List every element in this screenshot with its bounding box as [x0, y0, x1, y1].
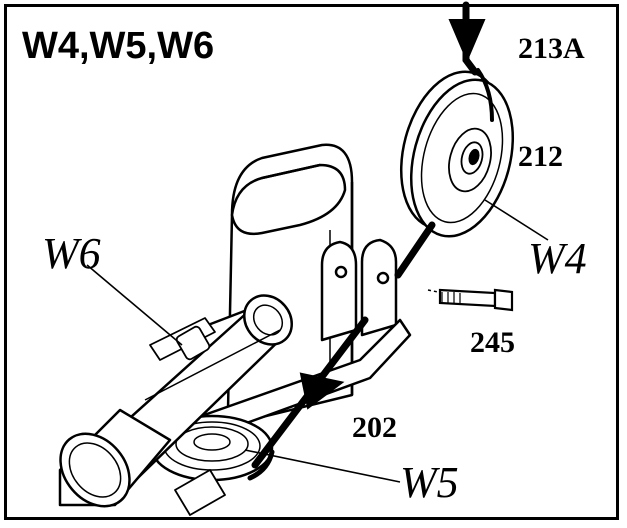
cable-arrow-middle	[299, 372, 345, 410]
callout-w5: W5	[400, 458, 459, 507]
pulley-bracket	[320, 238, 398, 342]
callout-w4: W4	[528, 234, 587, 283]
label-213a: 213A	[518, 32, 585, 65]
diagram-title: W4,W5,W6	[22, 25, 214, 67]
leader-w5	[244, 449, 401, 483]
leader-w6	[86, 264, 183, 346]
label-202: 202	[352, 411, 397, 444]
cable-arrow-top	[448, 19, 486, 63]
bolt-245	[427, 288, 514, 312]
label-212: 212	[518, 140, 563, 173]
lower-pulley	[150, 414, 274, 482]
callout-w6: W6	[42, 229, 101, 278]
leader-lines	[86, 199, 549, 483]
upper-pulley	[399, 70, 515, 238]
leader-w4	[484, 199, 549, 241]
diagram-frame	[4, 4, 619, 520]
label-245: 245	[470, 326, 515, 359]
lever-tube	[58, 294, 293, 516]
